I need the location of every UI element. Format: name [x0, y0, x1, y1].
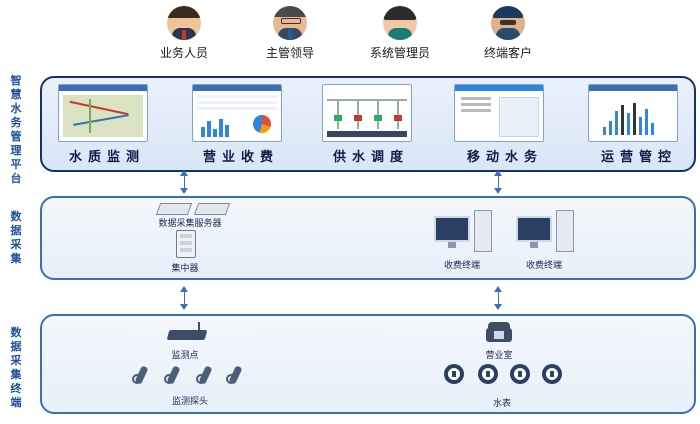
section-label-platform: 智慧水务管理平台 [10, 74, 22, 185]
server-icon [155, 203, 193, 215]
role-business-staff: 业务人员 [136, 6, 232, 61]
arrow-up-icon [180, 286, 188, 292]
role-label: 主管领导 [265, 46, 314, 60]
collection-panel [40, 196, 696, 280]
servers-label: 数据采集服务器 [158, 219, 222, 229]
terminal-label: 收费终端 [443, 261, 480, 271]
arrow-up-icon [494, 286, 502, 292]
avatar-icon [383, 6, 417, 40]
server-icon [193, 203, 231, 215]
role-sysadmin: 系统管理员 [352, 6, 448, 61]
system-label-dispatch: 供水调度 [332, 150, 409, 165]
connector-line [184, 174, 185, 190]
computer-icon [434, 210, 492, 254]
arrow-up-icon [180, 170, 188, 176]
terminal-panel [40, 314, 696, 414]
system-label-billing: 营业收费 [202, 150, 279, 165]
role-supervisor: 主管领导 [242, 6, 338, 61]
concentrator-icon [176, 230, 196, 258]
connector-line [498, 290, 499, 306]
router-icon [166, 322, 208, 342]
water-quality-screenshot [58, 84, 148, 142]
arrow-up-icon [494, 170, 502, 176]
monitor-point-label: 监测点 [171, 351, 199, 361]
probe-icon [164, 365, 182, 388]
system-label-water-quality: 水质监测 [68, 150, 145, 165]
avatar-icon [273, 6, 307, 40]
role-label: 终端客户 [483, 46, 532, 60]
computer-icon [516, 210, 574, 254]
business-hall-label: 营业室 [485, 351, 513, 361]
probe-icon [196, 365, 214, 388]
role-label: 业务人员 [159, 46, 208, 60]
arrow-down-icon [180, 304, 188, 310]
system-label-operations: 运营管控 [600, 150, 677, 165]
water-meter-icon [542, 364, 562, 384]
connector-line [184, 290, 185, 306]
section-label-terminal: 数据采集终端 [10, 326, 22, 409]
avatar-icon [167, 6, 201, 40]
section-label-collection: 数据采集 [10, 210, 22, 265]
mobile-water-screenshot [454, 84, 544, 142]
billing-screenshot [192, 84, 282, 142]
phone-icon [486, 322, 512, 342]
water-meter-icon [444, 364, 464, 384]
system-label-mobile: 移动水务 [466, 150, 543, 165]
terminal-label: 收费终端 [525, 261, 562, 271]
connector-line [498, 174, 499, 190]
concentrator-label: 集中器 [171, 264, 199, 274]
arrow-down-icon [180, 188, 188, 194]
role-label: 系统管理员 [369, 46, 430, 60]
meters-label: 水表 [492, 399, 511, 409]
role-customer: 终端客户 [460, 6, 556, 61]
probe-icon [132, 365, 150, 388]
probes-label: 监测探头 [171, 397, 208, 407]
dispatch-screenshot [322, 84, 412, 142]
operations-screenshot [588, 84, 678, 142]
avatar-icon [491, 6, 525, 40]
arrow-down-icon [494, 188, 502, 194]
water-meter-icon [510, 364, 530, 384]
water-meter-icon [478, 364, 498, 384]
probe-icon [226, 365, 244, 388]
arrow-down-icon [494, 304, 502, 310]
